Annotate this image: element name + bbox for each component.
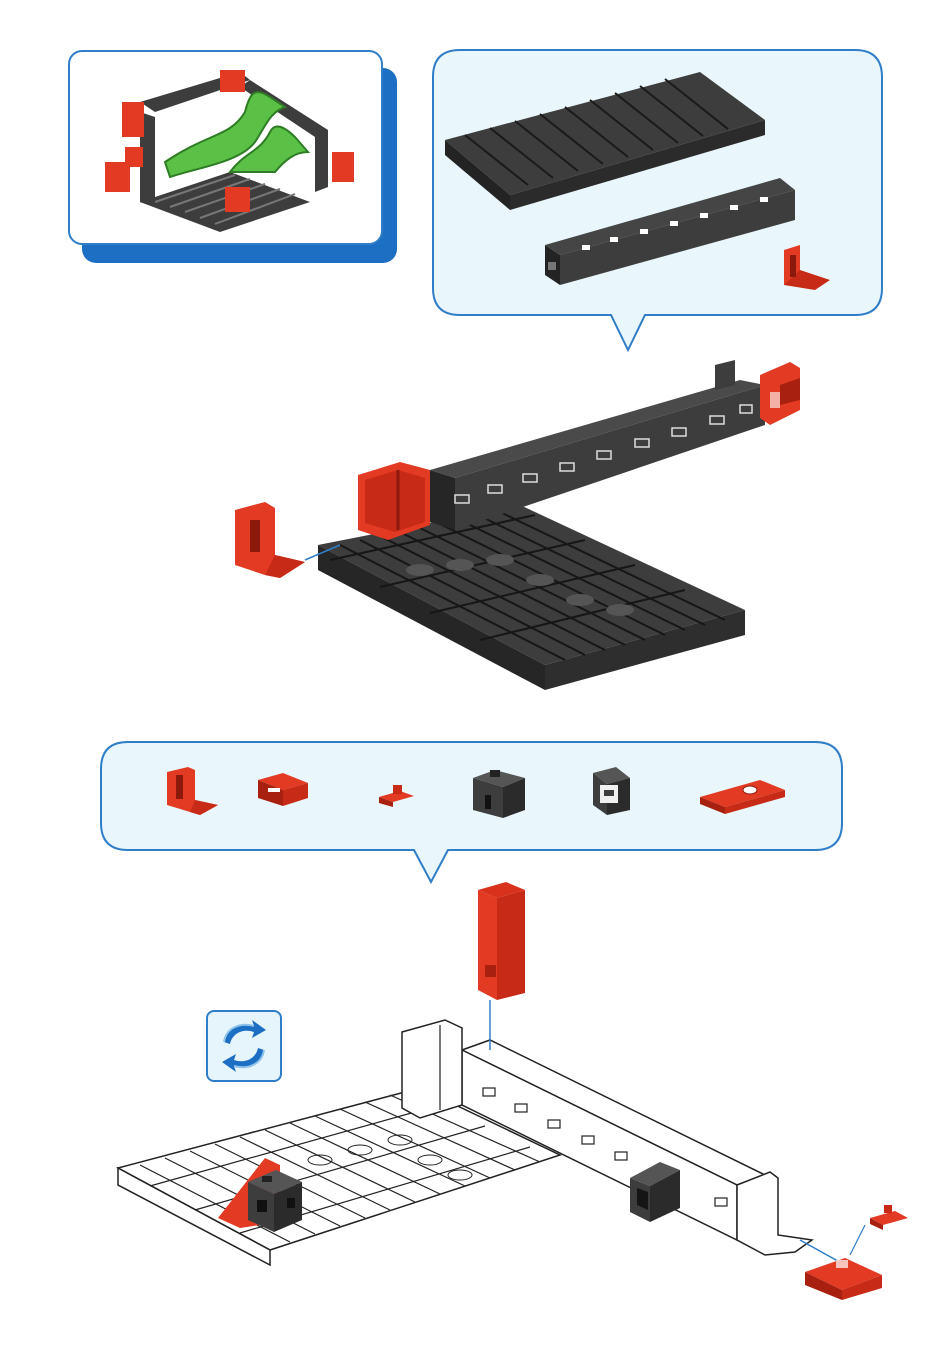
rotate-model-icon [208,1012,280,1080]
step1-assembly [235,360,800,690]
part-black-building-block [473,770,525,818]
rotate-model-button[interactable] [206,1010,282,1082]
part-black-hollow-block [593,767,630,815]
step2-assembly [118,882,908,1300]
